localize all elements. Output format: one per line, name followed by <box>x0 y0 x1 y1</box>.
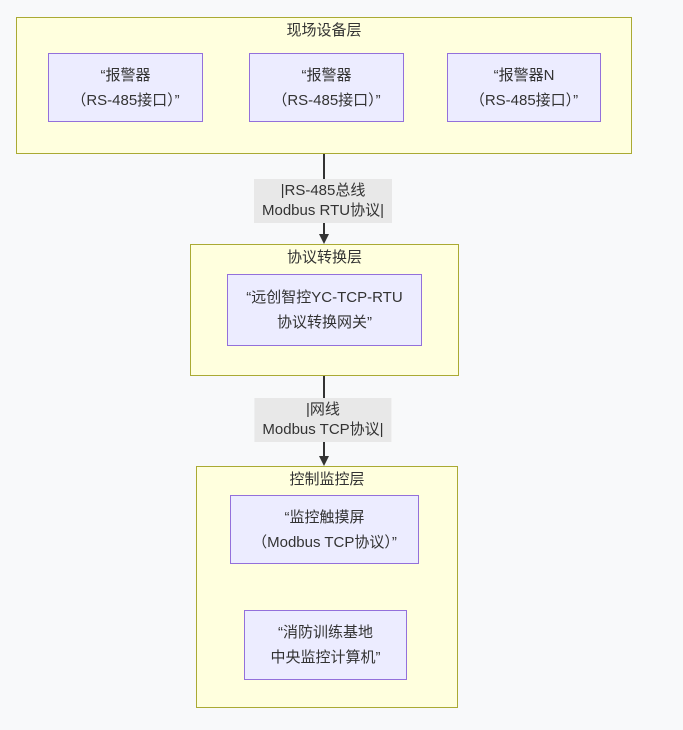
node-central-computer-line-1: “消防训练基地 <box>278 624 373 641</box>
cluster-title-control-monitoring-layer: 控制监控层 <box>289 471 365 488</box>
edge-label-ethernet-line-2: Modbus TCP协议| <box>262 421 384 438</box>
edge-label-rs485-line-1: |RS-485总线 <box>280 182 366 199</box>
cluster-protocol-conversion-layer: 协议转换层 “远创智控YC-TCP-RTU 协议转换网关” <box>190 244 459 376</box>
cluster-field-device-layer: 现场设备层 “报警器 （RS-485接口）” “报警器 （RS-485接口）” … <box>16 17 632 154</box>
node-touchscreen-line-2: （Modbus TCP协议）” <box>252 533 397 551</box>
node-alarm-1: “报警器 （RS-485接口）” <box>48 53 203 122</box>
cluster-control-monitoring-layer: 控制监控层 “监控触摸屏 （Modbus TCP协议）” “消防训练基地 中央监… <box>196 466 458 708</box>
node-alarm-2-line-1: “报警器 <box>301 66 352 84</box>
node-gateway-line-1: “远创智控YC-TCP-RTU <box>246 289 403 306</box>
node-alarm-1-line-2: （RS-485接口）” <box>71 91 180 109</box>
arrowhead-down-icon <box>318 456 329 466</box>
edge-label-ethernet: |网线 Modbus TCP协议| <box>254 398 392 442</box>
cluster-title-field-device-layer: 现场设备层 <box>286 22 362 39</box>
edge-label-rs485-bus: |RS-485总线 Modbus RTU协议| <box>254 179 392 223</box>
node-gateway-line-2: 协议转换网关” <box>277 314 372 331</box>
node-alarm-1-line-1: “报警器 <box>100 66 151 84</box>
node-alarm-2-line-2: （RS-485接口）” <box>272 91 381 109</box>
node-alarm-n-line-1: “报警器N <box>493 66 555 84</box>
arrowhead-down-icon <box>318 234 329 244</box>
node-touchscreen-line-1: “监控触摸屏 <box>284 508 365 526</box>
node-alarm-n: “报警器N （RS-485接口）” <box>447 53 601 122</box>
node-central-computer: “消防训练基地 中央监控计算机” <box>244 610 407 680</box>
node-central-computer-line-2: 中央监控计算机” <box>270 649 381 666</box>
node-alarm-n-line-2: （RS-485接口）” <box>469 91 579 109</box>
node-gateway: “远创智控YC-TCP-RTU 协议转换网关” <box>227 274 422 346</box>
node-alarm-2: “报警器 （RS-485接口）” <box>249 53 404 122</box>
node-touchscreen: “监控触摸屏 （Modbus TCP协议）” <box>230 495 419 564</box>
edge-label-ethernet-line-1: |网线 <box>306 401 340 418</box>
edge-label-rs485-line-2: Modbus RTU协议| <box>262 202 384 219</box>
cluster-title-protocol-conversion-layer: 协议转换层 <box>286 249 362 266</box>
